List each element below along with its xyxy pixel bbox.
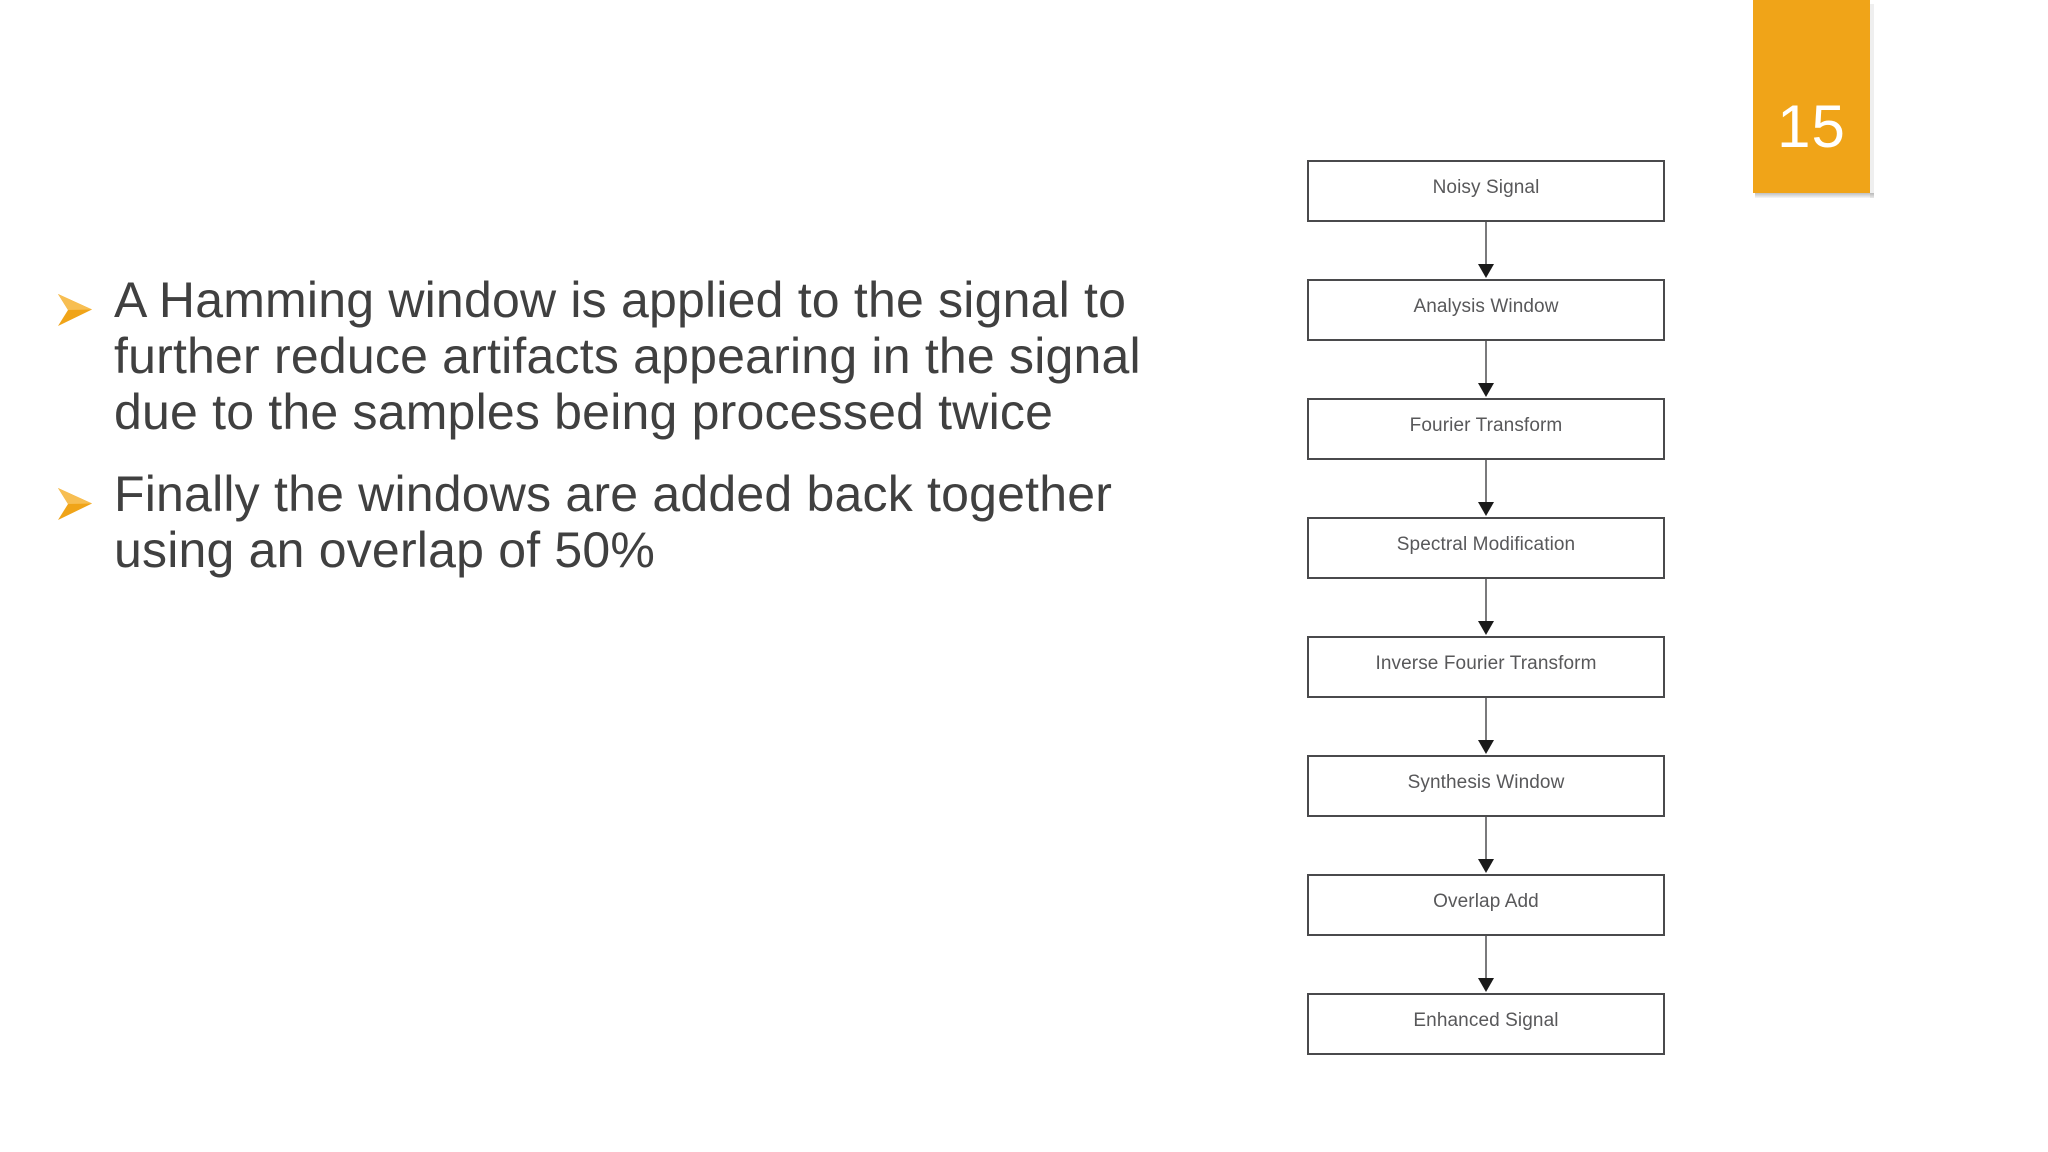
flow-node-spectral-modification: Spectral Modification (1307, 517, 1665, 579)
flow-node-label: Enhanced Signal (1413, 1009, 1559, 1031)
flow-node-label: Spectral Modification (1396, 533, 1576, 555)
flow-node-inverse-fourier-transform: Inverse Fourier Transform (1307, 636, 1665, 698)
badge-side-shadow (1870, 4, 1874, 198)
flow-arrow-7 (1307, 936, 1665, 993)
slide-number-text: 15 (1777, 93, 1846, 160)
flow-node-synthesis-window: Synthesis Window (1307, 755, 1665, 817)
flow-arrow-1 (1307, 222, 1665, 279)
body-text-block: A Hamming window is applied to the signa… (52, 272, 1252, 604)
flow-node-noisy-signal: Noisy Signal (1307, 160, 1665, 222)
arrow-head-icon (1478, 264, 1494, 278)
flow-node-enhanced-signal: Enhanced Signal (1307, 993, 1665, 1055)
flow-node-label: Fourier Transform (1409, 414, 1563, 436)
arrow-stem (1485, 460, 1487, 505)
list-item-label: A Hamming window is applied to the signa… (114, 272, 1141, 440)
arrow-stem (1485, 936, 1487, 981)
list-item: Finally the windows are added back toget… (52, 466, 1252, 578)
arrow-stem (1485, 579, 1487, 624)
arrow-head-icon (1478, 383, 1494, 397)
arrow-head-icon (1478, 859, 1494, 873)
flow-node-label: Synthesis Window (1407, 771, 1565, 793)
flow-arrow-5 (1307, 698, 1665, 755)
arrow-stem (1485, 341, 1487, 386)
flow-node-label: Overlap Add (1433, 890, 1539, 912)
arrowhead-bullet-icon (52, 466, 114, 524)
flow-node-analysis-window: Analysis Window (1307, 279, 1665, 341)
flow-node-label: Inverse Fourier Transform (1375, 652, 1597, 674)
arrow-head-icon (1478, 502, 1494, 516)
arrow-head-icon (1478, 740, 1494, 754)
arrow-stem (1485, 817, 1487, 862)
badge-drop-shadow (1755, 193, 1874, 198)
flow-arrow-3 (1307, 460, 1665, 517)
arrow-head-icon (1478, 978, 1494, 992)
flow-arrow-4 (1307, 579, 1665, 636)
flow-arrow-2 (1307, 341, 1665, 398)
flow-node-overlap-add: Overlap Add (1307, 874, 1665, 936)
arrow-stem (1485, 222, 1487, 267)
list-item-label: Finally the windows are added back toget… (114, 466, 1113, 578)
signal-processing-flowchart: Noisy Signal Analysis Window Fourier Tra… (1307, 160, 1667, 1055)
arrow-head-icon (1478, 621, 1494, 635)
flow-node-label: Analysis Window (1413, 295, 1559, 317)
flow-arrow-6 (1307, 817, 1665, 874)
slide-number-badge: 15 (1753, 0, 1874, 198)
arrow-stem (1485, 698, 1487, 743)
arrowhead-bullet-icon (52, 272, 114, 330)
list-item: A Hamming window is applied to the signa… (52, 272, 1252, 440)
flow-node-fourier-transform: Fourier Transform (1307, 398, 1665, 460)
flow-node-label: Noisy Signal (1432, 176, 1540, 198)
